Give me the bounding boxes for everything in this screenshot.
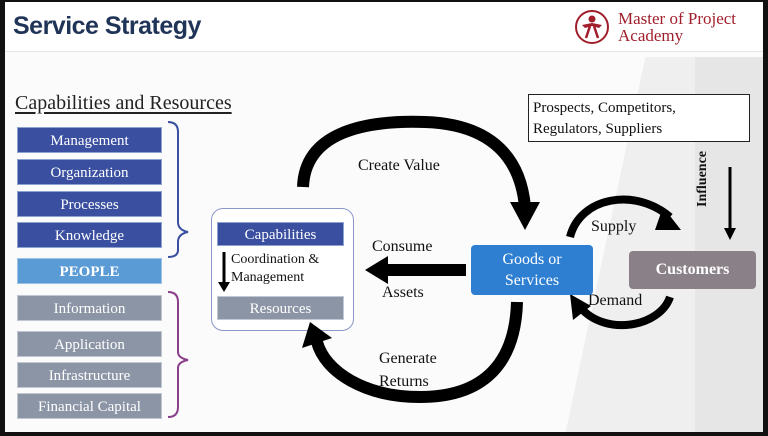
returns-label: Returns [379, 373, 429, 390]
coordination-down-arrow [218, 282, 230, 292]
supply-label: Supply [591, 218, 637, 235]
generate-label: Generate [379, 350, 437, 367]
diagram-arrows [167, 115, 736, 418]
external-line-2: Regulators, Suppliers [533, 121, 663, 137]
capability-organization: Organization [17, 159, 162, 185]
resource-infrastructure: Infrastructure [17, 362, 162, 388]
generate-returns-arrowhead [302, 322, 332, 348]
demand-arrowhead [570, 294, 591, 320]
center-capabilities-box: Capabilities [217, 222, 344, 246]
create-value-arrowhead [510, 202, 540, 230]
generate-returns-arrow [311, 301, 523, 404]
logo-line-2: Academy [618, 26, 684, 45]
capability-knowledge: Knowledge [17, 222, 162, 248]
capabilities-bracket [167, 121, 189, 258]
consume-label: Consume [372, 238, 433, 255]
resources-bracket [167, 291, 189, 418]
coordination-line-2: Management [231, 270, 305, 285]
resource-application: Application [17, 331, 162, 357]
customers-box: Customers [629, 251, 756, 289]
influence-down-arrow [724, 228, 736, 240]
external-parties-box: Prospects, Competitors, Regulators, Supp… [528, 94, 750, 142]
create-value-arrow [297, 115, 531, 208]
section-title: Capabilities and Resources [15, 92, 232, 114]
influence-label: Influence [695, 151, 710, 207]
assets-label: Assets [382, 284, 424, 301]
supply-arrowhead [655, 207, 681, 230]
consume-arrow-shaft [388, 264, 466, 276]
external-line-1: Prospects, Competitors, [533, 100, 676, 116]
supply-arrow [566, 195, 673, 239]
logo-text: Master of Project Academy [618, 10, 736, 44]
coordination-line-1: Coordination & [231, 252, 320, 267]
demand-arrow [576, 295, 674, 330]
create-value-label: Create Value [358, 157, 440, 174]
coordination-label: Coordination & Management [231, 251, 319, 287]
demand-label: Demand [588, 292, 643, 309]
goods-or-services-box: Goods or Services [471, 245, 593, 295]
resource-information: Information [17, 295, 162, 321]
logo-line-1: Master of Project [618, 9, 737, 28]
logo-icon [575, 10, 609, 44]
consume-arrowhead [365, 256, 388, 284]
goods-line-1: Goods or [502, 251, 562, 268]
people-box: PEOPLE [17, 258, 162, 284]
resource-financial-capital: Financial Capital [17, 393, 162, 419]
goods-line-2: Services [504, 272, 560, 289]
center-resources-box: Resources [217, 296, 344, 320]
capability-management: Management [17, 127, 162, 153]
slide: Service Strategy Master of Project Acade… [5, 2, 763, 432]
page-title: Service Strategy [13, 12, 201, 40]
header-bar: Service Strategy Master of Project Acade… [5, 2, 763, 52]
capability-processes: Processes [17, 191, 162, 217]
